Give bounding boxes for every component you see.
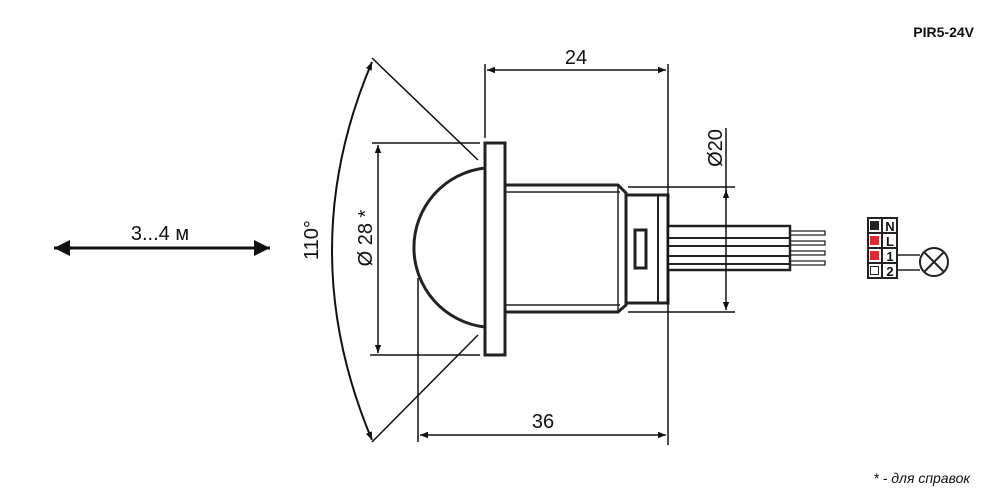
distance-label: 3...4 м bbox=[131, 223, 189, 245]
bottom-length-label: 36 bbox=[532, 411, 554, 433]
wire-bundle bbox=[666, 224, 792, 272]
model-label: PIR5-24V bbox=[913, 24, 974, 40]
flange bbox=[483, 141, 507, 357]
terminal-2-swatch bbox=[870, 266, 879, 275]
lens-diameter-dimension: Ø 28 * bbox=[355, 142, 480, 356]
footnote: * - для справок bbox=[873, 470, 971, 486]
body-diameter-label: Ø20 bbox=[705, 129, 727, 167]
top-length-label: 24 bbox=[565, 47, 587, 69]
bottom-length-dimension: 36 bbox=[417, 278, 666, 442]
lens-dome bbox=[412, 166, 486, 329]
terminal-label: 2 bbox=[886, 264, 893, 279]
terminal-n-swatch bbox=[870, 221, 879, 230]
wire-leads bbox=[790, 230, 826, 266]
terminal-1-swatch bbox=[870, 251, 879, 260]
lamp-icon bbox=[919, 247, 949, 277]
body-diameter-dimension: Ø20 bbox=[628, 128, 735, 313]
angle-label: 110° bbox=[301, 220, 323, 260]
top-length-dimension: 24 bbox=[484, 47, 669, 445]
terminal-label: 1 bbox=[886, 249, 893, 264]
sensor-body bbox=[412, 141, 826, 357]
detection-angle-dimension: 110° bbox=[301, 57, 479, 443]
slot bbox=[633, 228, 648, 270]
terminal-block: N L 1 2 bbox=[867, 217, 920, 279]
detection-distance-arrow: 3...4 м bbox=[54, 223, 270, 256]
terminal-label: L bbox=[886, 234, 894, 249]
lens-diameter-label: Ø 28 * bbox=[355, 209, 377, 266]
terminal-label: N bbox=[885, 219, 894, 234]
terminal-l-swatch bbox=[870, 236, 879, 245]
